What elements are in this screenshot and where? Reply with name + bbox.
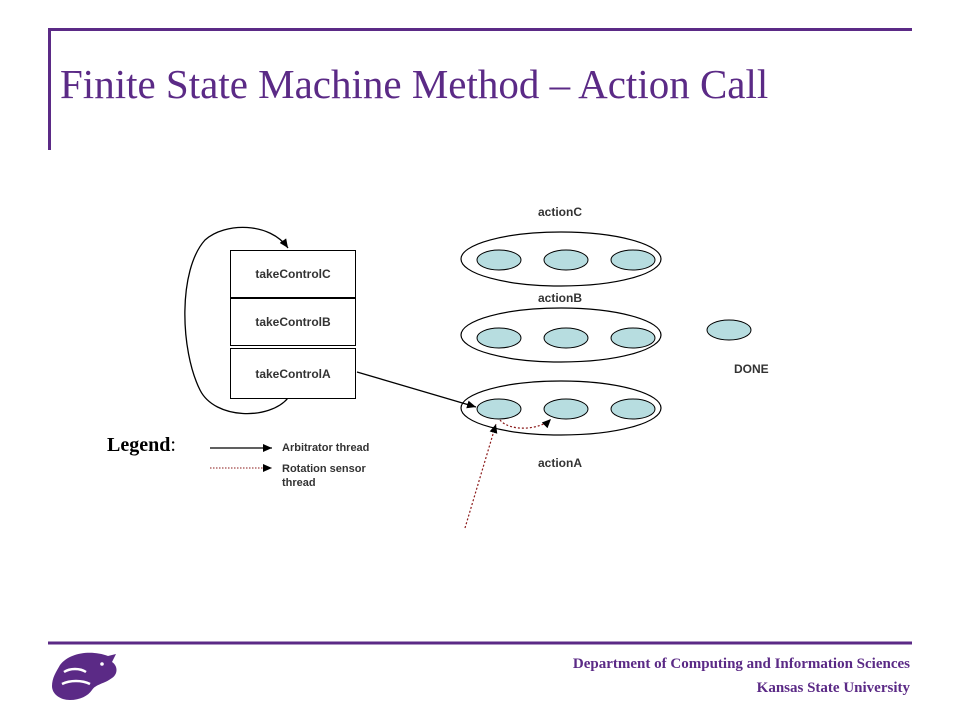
stack-label: takeControlA [255,366,331,381]
action-a-label: actionA [538,456,583,470]
action-group-b [460,307,662,363]
action-b-label: actionB [538,291,583,305]
footer-university: Kansas State University [756,680,910,696]
stack-label: takeControlB [255,315,331,329]
state-node [543,398,589,420]
stack-box-take-control-c: takeControlC [230,250,356,298]
legend-rotation-text: Rotation sensor thread [282,463,366,489]
state-node [543,327,589,349]
legend-title: Legend: [107,434,176,456]
action-group-a [460,380,662,436]
state-node [476,398,522,420]
rotation-transition-arrow [499,418,552,429]
state-node [610,398,656,420]
loop-arrow [184,226,289,415]
state-node [476,327,522,349]
footer-department: Department of Computing and Information … [572,656,910,672]
state-node [610,327,656,349]
stack-box-take-control-a: takeControlA [230,348,356,399]
stack-box-take-control-b: takeControlB [230,298,356,346]
state-node [543,249,589,271]
wildcat-logo-icon [52,652,117,700]
legend-arbitrator-text: Arbitrator thread [282,442,370,454]
done-state-node [706,319,752,341]
state-node [476,249,522,271]
title-frame-top [48,28,912,31]
action-c-label: actionC [538,205,583,219]
slide-title: Finite State Machine Method – Action Cal… [60,61,769,107]
arbitrator-arrow [356,371,477,409]
done-label: DONE [734,362,769,376]
action-group-c [460,231,662,287]
rotation-sensor-arrow [464,423,498,529]
state-node [610,249,656,271]
title-frame-left [48,28,51,150]
stack-label: takeControlC [255,267,331,281]
